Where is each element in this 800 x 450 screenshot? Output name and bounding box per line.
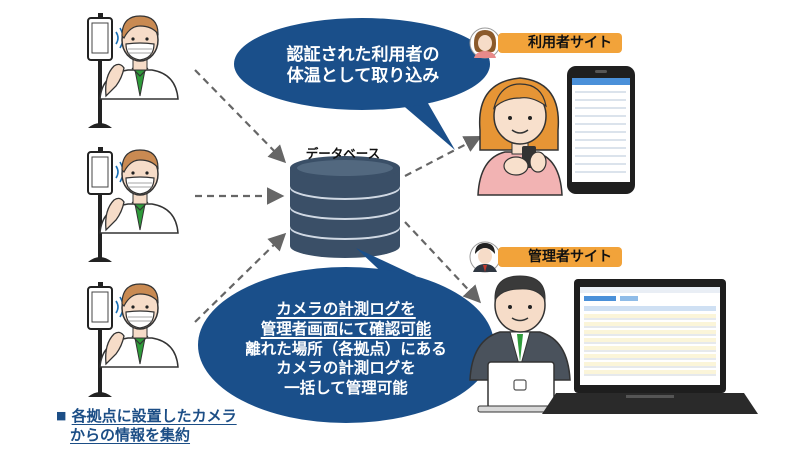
caption-bullet: ■ bbox=[56, 409, 67, 422]
database-icon bbox=[290, 156, 400, 258]
bottom-bubble-line-1: カメラの計測ログを bbox=[276, 300, 416, 318]
caption-line-1: 各拠点に設置したカメラ bbox=[71, 407, 237, 425]
top-bubble-line-1: 認証された利用者の bbox=[286, 45, 440, 65]
database-label: データベース bbox=[305, 146, 381, 161]
admin-site-label: 管理者サイト bbox=[498, 247, 622, 267]
admin-avatar-icon bbox=[469, 241, 501, 273]
bottom-bubble-line-2: 管理者画面にて確認可能 bbox=[260, 319, 432, 338]
bottom-speech-bubble bbox=[198, 248, 494, 423]
user-woman-illustration bbox=[477, 77, 563, 196]
bottom-bubble-line-4: カメラの計測ログを bbox=[276, 359, 416, 378]
bottom-bubble-line-3: 離れた場所（各拠点）にある bbox=[245, 339, 447, 358]
laptop-icon bbox=[542, 279, 758, 414]
bottom-bubble-line-5: 一括して管理可能 bbox=[284, 379, 408, 398]
top-bubble-line-2: 体温として取り込み bbox=[286, 66, 440, 87]
top-speech-bubble bbox=[234, 18, 490, 150]
caption-line-2: からの情報を集約 bbox=[70, 426, 191, 444]
user-site-label: 利用者サイト bbox=[498, 33, 622, 53]
admin-man-illustration bbox=[469, 275, 571, 413]
arrows-to-database bbox=[194, 69, 482, 323]
camera-station-3 bbox=[87, 281, 179, 398]
smartphone-icon bbox=[567, 66, 635, 194]
camera-station-1 bbox=[87, 12, 179, 129]
bottom-bubble-text: カメラの計測ログを 管理者画面にて確認可能 離れた場所（各拠点）にある カメラの… bbox=[210, 300, 482, 399]
user-avatar-icon bbox=[469, 27, 501, 59]
top-bubble-text: 認証された利用者の 体温として取り込み bbox=[248, 45, 478, 88]
caption: ■ 各拠点に設置したカメラ からの情報を集約 bbox=[56, 406, 237, 445]
camera-station-2 bbox=[87, 146, 179, 263]
